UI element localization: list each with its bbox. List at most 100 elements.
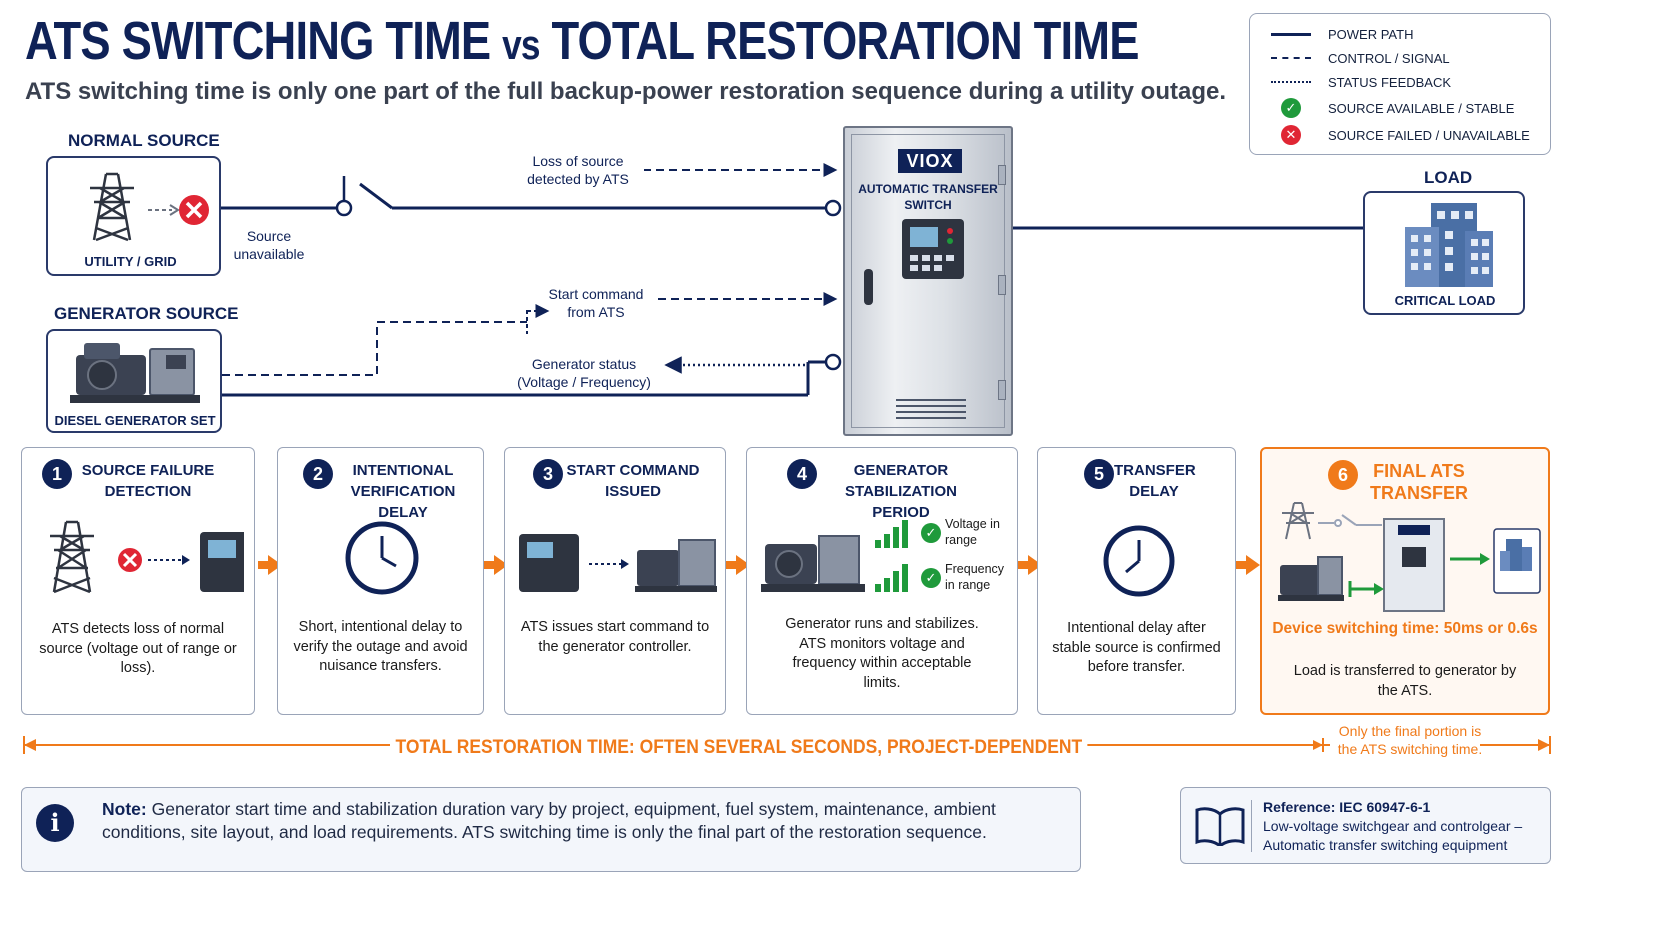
step-title: INTENTIONAL VERIFICATION DELAY <box>350 462 456 521</box>
start-command-label: Start command from ATS <box>548 286 644 320</box>
step-description: Generator runs and stabilizes. ATS monit… <box>785 616 979 691</box>
step-title: TRANSFER DELAY <box>1114 462 1196 500</box>
final-portion-note: Only the final portion is the ATS switch… <box>1337 723 1483 757</box>
step-6-card: 6 FINAL ATS TRANSFER Device switching ti… <box>1260 447 1550 715</box>
vent-grille-icon <box>896 399 966 419</box>
legend: POWER PATH CONTROL / SIGNAL STATUS FEEDB… <box>1249 13 1551 155</box>
loss-detected-label: Loss of source detected by ATS <box>512 152 644 188</box>
solid-line-icon <box>1271 32 1311 36</box>
step-number: 1 <box>42 459 72 489</box>
viox-logo: VIOX <box>898 149 962 173</box>
ats-name: AUTOMATIC TRANSFER SWITCH <box>858 182 998 212</box>
final-transfer-icon <box>1278 502 1541 612</box>
legend-label: SOURCE FAILED / UNAVAILABLE <box>1328 127 1530 143</box>
voltage-check-label: Voltage in range <box>945 517 1000 547</box>
step-3-card: 3 START COMMAND ISSUED ATS issues start … <box>504 447 726 715</box>
check-icon: ✓ <box>1281 98 1301 118</box>
transmission-tower-icon <box>90 172 209 242</box>
note-text: Note: Generator start time and stabiliza… <box>102 798 1062 844</box>
step-number: 3 <box>533 459 563 489</box>
reference-label: Reference: IEC 60947-6-1 <box>1263 799 1431 815</box>
legend-label: SOURCE AVAILABLE / STABLE <box>1328 100 1515 116</box>
normal-source-box: UTILITY / GRID <box>46 156 221 276</box>
hinge-icon <box>998 380 1006 400</box>
start-command-icon <box>519 534 717 592</box>
page-title: ATS SWITCHING TIME vs TOTAL RESTORATION … <box>25 10 1139 72</box>
flow-arrow-icon <box>1236 555 1260 575</box>
ats-controller-icon <box>902 219 964 279</box>
device-switching-time: Device switching time: 50ms or 0.6s <box>1272 620 1538 637</box>
legend-item-status-feedback: STATUS FEEDBACK <box>1270 72 1540 92</box>
step-number: 4 <box>787 459 817 489</box>
utility-grid-caption: UTILITY / GRID <box>84 254 177 269</box>
diesel-generator-caption: DIESEL GENERATOR SET <box>54 413 216 428</box>
dotted-line-icon <box>1271 81 1311 83</box>
legend-item-control-signal: CONTROL / SIGNAL <box>1270 48 1540 68</box>
start-command-path <box>222 321 527 376</box>
note-body: Generator start time and stabilization d… <box>102 799 996 842</box>
reference-description: Low-voltage switchgear and controlgear –… <box>1263 818 1523 853</box>
note-label: Note: <box>102 799 147 819</box>
step-title: START COMMAND ISSUED <box>566 462 700 500</box>
step-description: ATS detects loss of normal source (volta… <box>39 621 237 676</box>
building-icon <box>1405 203 1493 287</box>
step-4-card: 4 GENERATOR STABILIZATION PERIOD ✓ Volta… <box>746 447 1018 715</box>
clock-icon <box>345 521 419 595</box>
diesel-generator-icon <box>70 343 200 403</box>
detection-icon <box>50 520 244 594</box>
check-icon: ✓ <box>921 523 941 543</box>
step-2-card: 2 INTENTIONAL VERIFICATION DELAY Short, … <box>277 447 484 715</box>
page-subtitle: ATS switching time is only one part of t… <box>25 78 1227 105</box>
info-icon: i <box>36 804 74 842</box>
generator-source-heading: GENERATOR SOURCE <box>54 304 239 323</box>
book-icon <box>1195 807 1245 846</box>
switch-contact-left <box>335 199 353 217</box>
check-icon: ✓ <box>921 568 941 588</box>
step-5-card: 5 TRANSFER DELAY Intentional delay after… <box>1037 447 1236 715</box>
legend-item-source-available: ✓ SOURCE AVAILABLE / STABLE <box>1270 98 1540 118</box>
reference-text: Reference: IEC 60947-6-1 Low-voltage swi… <box>1263 798 1548 855</box>
step-title: GENERATOR STABILIZATION PERIOD <box>845 462 957 521</box>
door-handle-icon <box>864 269 873 305</box>
signal-bars-icon <box>875 564 908 592</box>
generator-source-box: DIESEL GENERATOR SET <box>46 329 222 433</box>
generator-status-label: Generator status (Voltage / Frequency) <box>517 356 651 390</box>
hinge-icon <box>998 165 1006 185</box>
x-icon: ✕ <box>1281 125 1301 145</box>
legend-item-power-path: POWER PATH <box>1270 24 1540 44</box>
step-number: 5 <box>1084 459 1114 489</box>
title-vs: vs <box>502 21 540 68</box>
reference-box: Reference: IEC 60947-6-1 Low-voltage swi… <box>1180 787 1551 864</box>
total-restoration-label: TOTAL RESTORATION TIME: OFTEN SEVERAL SE… <box>390 737 1088 759</box>
generator-icon <box>761 535 865 592</box>
load-heading: LOAD <box>1424 168 1473 187</box>
step-title: FINAL ATS TRANSFER <box>1370 461 1468 503</box>
ats-terminal-normal <box>824 199 842 217</box>
title-part2: TOTAL RESTORATION TIME <box>551 11 1139 71</box>
note-box: i Note: Generator start time and stabili… <box>21 787 1081 872</box>
wiring-diagram <box>212 163 1364 397</box>
step-description: Short, intentional delay to verify the o… <box>293 619 468 674</box>
step-description: Load is transferred to generator by the … <box>1293 663 1517 699</box>
frequency-check-label: Frequency in range <box>945 562 1005 592</box>
step-number: 2 <box>303 459 333 489</box>
ats-terminal-emergency <box>824 353 842 371</box>
legend-label: CONTROL / SIGNAL <box>1328 50 1450 66</box>
step-title: SOURCE FAILURE DETECTION <box>81 462 215 500</box>
step-description: ATS issues start command to the generato… <box>520 619 710 655</box>
step-number: 6 <box>1328 460 1358 490</box>
source-unavailable-label: Source unavailable <box>233 228 305 262</box>
critical-load-caption: CRITICAL LOAD <box>1394 293 1496 308</box>
step-1-card: 1 SOURCE FAILURE DETECTION ATS detects l… <box>21 447 255 715</box>
step-description: Intentional delay after stable source is… <box>1052 620 1221 675</box>
clock-icon <box>1103 525 1175 597</box>
hinge-icon <box>998 275 1006 295</box>
normal-source-heading: NORMAL SOURCE <box>68 131 220 150</box>
legend-item-source-failed: ✕ SOURCE FAILED / UNAVAILABLE <box>1270 125 1540 145</box>
load-box: CRITICAL LOAD <box>1363 191 1525 315</box>
ats-cabinet: VIOX AUTOMATIC TRANSFER SWITCH <box>843 126 1013 436</box>
open-switch-blade <box>359 182 393 210</box>
title-part1: ATS SWITCHING TIME <box>25 11 491 71</box>
legend-label: STATUS FEEDBACK <box>1328 74 1452 90</box>
signal-bars-icon <box>875 520 908 548</box>
